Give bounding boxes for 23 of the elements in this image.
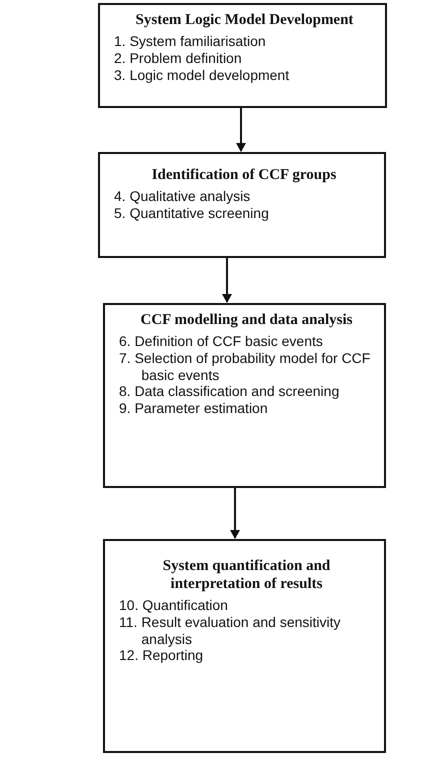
- step-text: 8. Data classification and screening: [119, 383, 340, 400]
- box-heading: CCF modelling and data analysis: [140, 311, 354, 329]
- process-box: [98, 152, 386, 258]
- arrow: [236, 108, 246, 152]
- process-box: [103, 303, 386, 488]
- arrow: [222, 258, 232, 303]
- box-heading: System quantification and interpretation of results: [162, 557, 332, 593]
- process-box: [103, 539, 386, 753]
- step-text: 9. Parameter estimation: [119, 400, 269, 417]
- step-text: 1. System familiarisation: [114, 33, 267, 50]
- step-text: 4. Qualitative analysis: [114, 188, 252, 205]
- step-text: 2. Problem definition: [114, 50, 243, 67]
- box-heading: System Logic Model Development: [134, 11, 354, 29]
- process-box: [98, 3, 387, 108]
- step-text: 3. Logic model development: [114, 66, 290, 84]
- step-text: 5. Quantitative screening: [114, 204, 270, 222]
- step-text: 11. Result evaluation and sensitivity analysis: [119, 614, 342, 648]
- step-text: 12. Reporting: [119, 647, 204, 664]
- step-text: 7. Selection of probability model for CCF basic events: [119, 350, 372, 384]
- box-heading: Identification of CCF groups: [150, 166, 338, 184]
- step-text: 10. Quantification: [119, 597, 229, 614]
- step-text: 6. Definition of CCF basic events: [119, 333, 324, 350]
- arrow: [230, 488, 240, 539]
